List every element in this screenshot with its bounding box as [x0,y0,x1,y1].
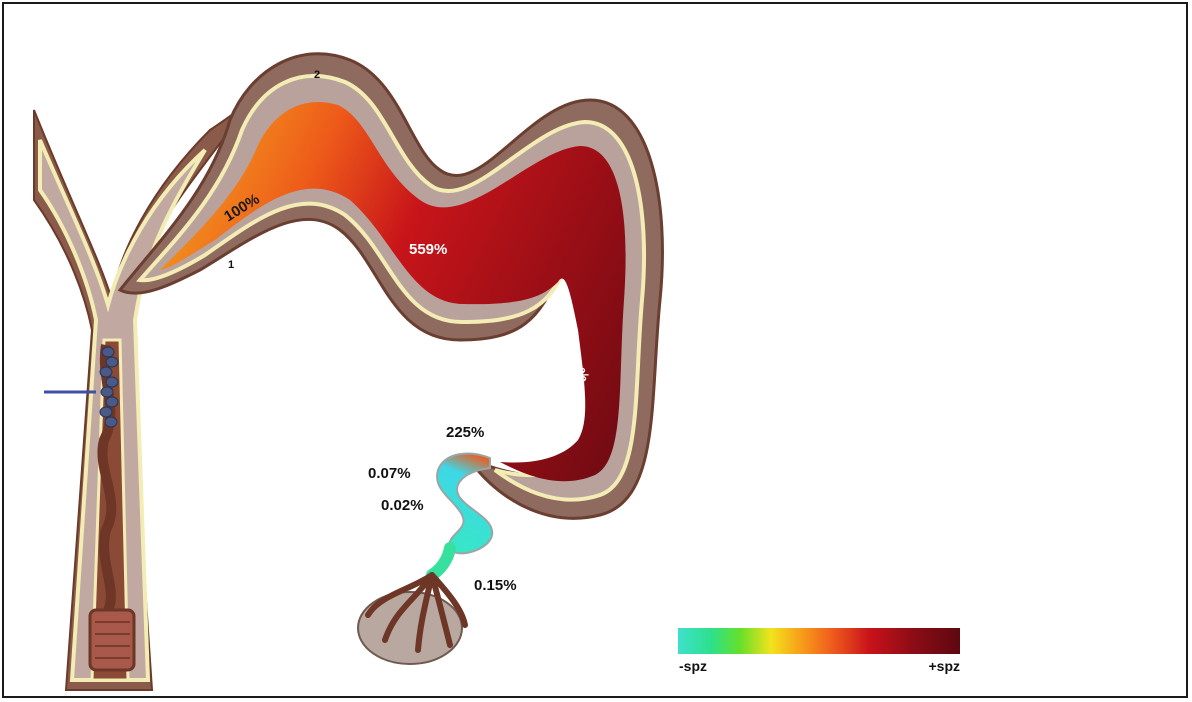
legend-max-label: +spz [928,658,960,674]
color-legend: -spz +spz [678,628,960,674]
oviduct-lumen [160,101,626,482]
uterus-lower-percent: 0.15% [474,577,517,594]
segment-marker-1: 1 [228,259,234,271]
legend-min-label: -spz [679,658,707,674]
legend-gradient-bar [678,628,960,654]
isthmus-proximal-percent: 559% [409,241,447,258]
uterus-mid-percent: 0.02% [381,497,424,514]
cell-cluster [99,346,119,428]
utj-percent: 225% [446,424,484,441]
segment-marker-2: 2 [314,69,320,81]
uterus-upper-percent: 0.07% [368,465,411,482]
uterotubal-segment [436,452,494,555]
ovary [357,572,468,665]
